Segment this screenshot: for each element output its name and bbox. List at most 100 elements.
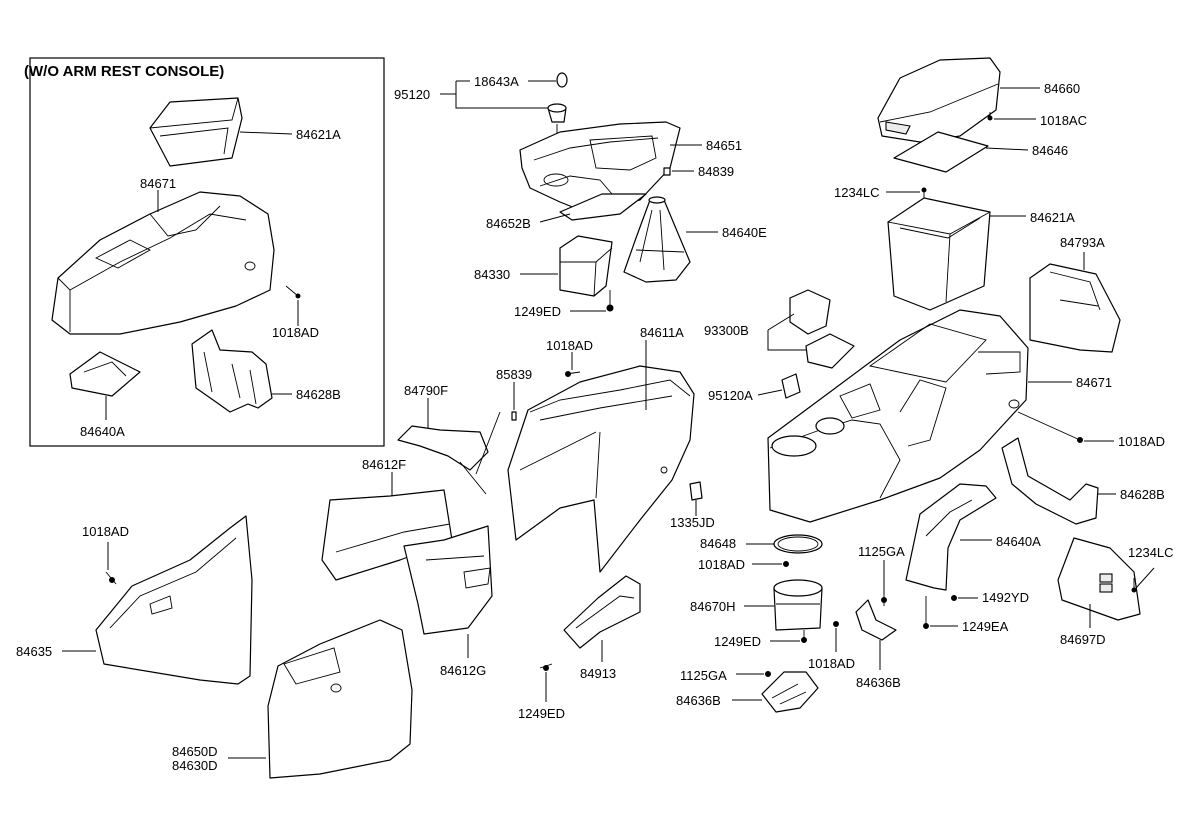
inset-frame [29,57,385,447]
label-84636B-right: 84636B [856,675,901,690]
screw-1018AD-left [105,571,117,585]
part-box-84621A[interactable] [887,197,991,311]
label-84648: 84648 [700,536,736,551]
label-84660: 84660 [1044,81,1080,96]
leader-84621A-inset [239,131,293,135]
part-switch-93300B[interactable] [789,289,855,369]
leader-95120 [440,80,548,109]
screw-1249ED-top [606,290,614,312]
label-1335JD: 1335JD [670,515,715,530]
label-84611A: 84611A [640,325,684,340]
label-84628B: 84628B [1120,487,1165,502]
part-bracket-84640A-inset[interactable] [69,351,141,397]
screw-1125GA-top [881,592,887,606]
label-1018AC: 1018AC [1040,113,1087,128]
part-panel-84635[interactable] [95,515,253,685]
label-1125GA-top: 1125GA [858,544,905,559]
label-18643A: 18643A [474,74,519,89]
label-85839: 85839 [496,367,532,382]
part-bracket-84640A[interactable] [905,483,997,591]
label-84697D: 84697D [1060,632,1106,647]
screw-1249ED-bottom [539,663,553,671]
inset-title: (W/O ARM REST CONSOLE) [24,63,224,80]
label-1018AD-cup: 1018AD [698,557,745,572]
part-panel-84611A[interactable] [507,365,695,573]
label-84671-inset: 84671 [140,176,176,191]
part-bracket-84628B-inset[interactable] [191,329,273,413]
label-84630D: 84630D [172,758,218,773]
part-holder-84793A[interactable] [1029,263,1121,353]
label-84635: 84635 [16,644,52,659]
label-84640E: 84640E [722,225,767,240]
part-lid-84660[interactable] [877,57,1001,143]
part-clip-1335JD[interactable] [689,481,703,501]
part-bracket-84790F[interactable] [397,411,501,495]
leader-1234LC-right [1135,567,1155,589]
screw-1125GA-bottom [765,671,771,677]
label-1234LC-top: 1234LC [834,185,880,200]
label-84652B: 84652B [486,216,531,231]
part-gasket-84652B[interactable] [559,193,647,221]
label-93300B: 93300B [704,323,749,338]
part-bracket-84628B[interactable] [1001,437,1099,525]
part-pad-84646[interactable] [893,131,989,173]
part-tray-inset[interactable] [149,97,243,167]
label-1018AD-inset: 1018AD [272,325,319,340]
part-bracket-84636B-right[interactable] [855,599,897,641]
screw-1018AC [987,112,993,121]
label-1249EA: 1249EA [962,619,1009,634]
label-84646: 84646 [1032,143,1068,158]
label-84793A: 84793A [1060,235,1105,250]
screw-1234LC-right [1131,578,1137,593]
part-console-inset[interactable] [51,191,275,335]
part-clip-84839[interactable] [663,167,671,176]
label-84612G: 84612G [440,663,486,678]
label-84790F: 84790F [404,383,448,398]
label-84330: 84330 [474,267,510,282]
part-clip-85839[interactable] [511,411,517,421]
label-84670H: 84670H [690,599,736,614]
label-84628B-inset: 84628B [296,387,341,402]
part-bracket-84697D[interactable] [1057,537,1141,621]
part-trim-84612G[interactable] [403,525,493,635]
screw-1249ED-cup [801,630,807,643]
part-cup-84670H[interactable] [773,579,823,631]
part-box-84330[interactable] [559,235,613,297]
label-1018AD-left: 1018AD [82,524,129,539]
label-84621A-inset: 84621A [296,127,341,142]
leader-93300B [767,313,806,351]
screw-1018AD-mid [565,371,581,377]
label-84612F: 84612F [362,457,406,472]
label-95120: 95120 [394,87,430,102]
part-cover-84651[interactable] [519,121,681,211]
label-84913: 84913 [580,666,616,681]
label-84640A-inset: 84640A [80,424,125,439]
screw-1018AD-inset [285,285,301,299]
part-boot-84640E[interactable] [623,196,691,283]
part-ring-84648[interactable] [773,534,823,554]
part-console-84671[interactable] [767,309,1029,523]
label-84640A: 84640A [996,534,1041,549]
screw-1018AD-right [1017,411,1083,443]
label-1249ED-bottom: 1249ED [518,706,565,721]
leader-84652B [539,213,571,223]
label-1249ED-cup: 1249ED [714,634,761,649]
part-knob-18643A[interactable] [556,72,568,88]
label-1234LC-right: 1234LC [1128,545,1174,560]
leader-95120A [757,389,783,396]
part-bracket-84636B-bottom[interactable] [761,671,819,713]
leader-84646 [985,147,1029,151]
label-1492YD: 1492YD [982,590,1029,605]
label-1018AD-mid: 1018AD [546,338,593,353]
screw-1492YD [951,595,957,601]
label-95120A: 95120A [708,388,753,403]
part-plug-95120A[interactable] [781,373,801,399]
label-1018AD-right: 1018AD [1118,434,1165,449]
part-panel-84913[interactable] [563,575,641,649]
inset-panel: (W/O ARM REST CONSOLE) 84621A 84671 1018… [24,57,385,447]
part-panel-84650D[interactable] [267,619,413,779]
label-84651: 84651 [706,138,742,153]
label-1018AD-bracket: 1018AD [808,656,855,671]
